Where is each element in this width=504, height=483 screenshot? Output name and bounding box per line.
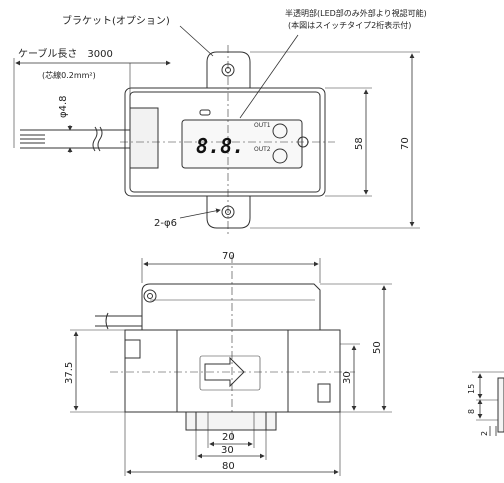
dim-30-vertical: 30 [342,371,353,384]
dim-30-horizontal: 30 [221,445,234,456]
bracket-top [206,51,251,88]
translucent-label-1: 半透明部(LED部のみ外部より視認可能) [285,8,427,18]
dim-50: 50 [372,341,383,354]
front-top-housing [141,283,321,331]
dim-2: 2 [480,431,489,436]
dim-58: 58 [354,137,365,150]
dim-37-5: 37.5 [64,362,75,384]
phi-cable-label: φ4.8 [58,96,69,119]
bracket-label: ブラケット(オプション) [62,14,170,27]
front-view [70,255,392,476]
core-wire-label: (芯線0.2mm²) [42,70,96,80]
front-bottom-bracket [185,411,277,431]
dim-20: 20 [222,432,235,443]
out2-label: OUT2 [254,146,271,153]
out1-label: OUT1 [254,122,271,129]
bracket-bottom [206,196,251,229]
dial-out2 [272,148,288,164]
translucent-window [181,119,303,169]
cable-boot [129,107,159,169]
seven-seg-display: 8.8. [196,134,244,158]
dim-80: 80 [222,461,235,472]
dim-15: 15 [467,384,476,394]
holes-label: 2-φ6 [154,218,177,229]
dim-70-horizontal: 70 [222,251,235,262]
dim-70-vertical: 70 [400,137,411,150]
side-view-partial [472,371,504,436]
dial-out1 [272,123,288,139]
translucent-label-2: (本図はスイッチタイプ2桁表示付) [288,20,411,30]
cable-length-label: ケーブル長さ 3000 [18,47,113,60]
dim-8: 8 [467,409,476,414]
top-view [13,25,420,235]
